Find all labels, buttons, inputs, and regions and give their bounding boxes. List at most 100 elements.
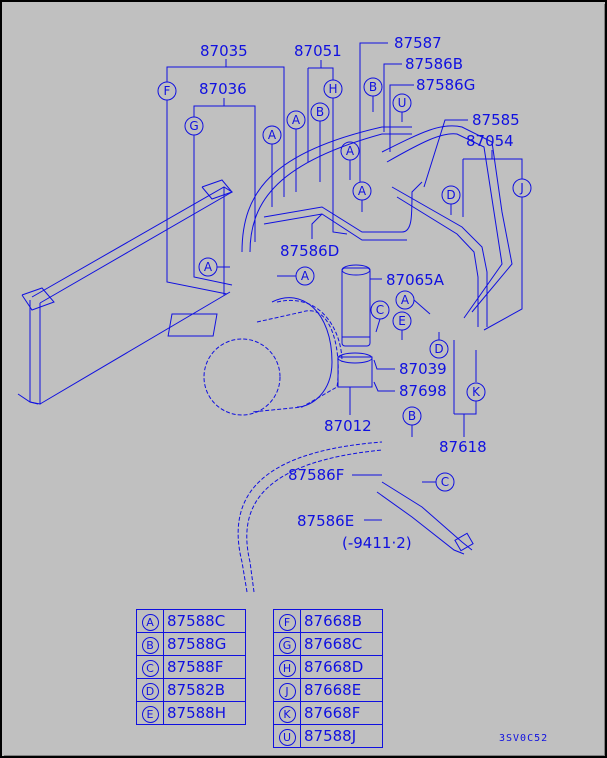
part-label-87012[interactable]: 87012 — [324, 417, 372, 435]
condenser[interactable] — [17, 179, 233, 405]
svg-text:H: H — [328, 82, 337, 96]
part-label-87586G[interactable]: 87586G — [416, 76, 475, 94]
legend-key: H — [278, 660, 296, 677]
svg-text:K: K — [472, 385, 481, 399]
callout-A[interactable]: A — [295, 266, 315, 286]
legend-part[interactable]: 87588G — [163, 632, 246, 656]
callout-A[interactable]: A — [352, 181, 372, 201]
callout-A[interactable]: A — [395, 290, 415, 310]
legend-part[interactable]: 87582B — [163, 678, 246, 702]
svg-text:A: A — [346, 144, 355, 158]
part-label-87035[interactable]: 87035 — [200, 42, 248, 60]
legend-row: U 87588J — [273, 724, 383, 748]
legend-part[interactable]: 87668B — [300, 609, 383, 633]
part-label-87065A[interactable]: 87065A — [386, 271, 445, 289]
part-label-87698[interactable]: 87698 — [399, 382, 447, 400]
legend-row: G 87668C — [273, 632, 383, 656]
legend-key: A — [141, 614, 159, 631]
legend-key: J — [278, 683, 296, 700]
legend-key: C — [141, 660, 159, 677]
legend-key: F — [278, 614, 296, 631]
part-label-87586D[interactable]: 87586D — [280, 242, 339, 260]
legend-row: B 87588G — [136, 632, 246, 656]
legend-key: B — [141, 637, 159, 654]
legend-row: F 87668B — [273, 609, 383, 633]
legend-part[interactable]: 87668C — [300, 632, 383, 656]
legend-key: K — [278, 706, 296, 723]
part-label-87586F[interactable]: 87586F — [288, 466, 344, 484]
svg-text:C: C — [441, 475, 449, 489]
svg-text:A: A — [292, 113, 301, 127]
callout-J[interactable]: J — [512, 178, 532, 198]
legend-part[interactable]: 87588F — [163, 655, 246, 679]
svg-text:B: B — [369, 80, 377, 94]
svg-text:A: A — [358, 184, 367, 198]
svg-text:E: E — [398, 314, 406, 328]
part-label-87036[interactable]: 87036 — [199, 80, 247, 98]
svg-text:B: B — [316, 105, 324, 119]
legend-part[interactable]: 87668E — [300, 678, 383, 702]
legend-row: C 87588F — [136, 655, 246, 679]
svg-text:G: G — [189, 119, 198, 133]
legend-row: J 87668E — [273, 678, 383, 702]
svg-text:B: B — [408, 409, 416, 423]
legend-part[interactable]: 87588J — [300, 724, 383, 748]
callout-A[interactable]: A — [286, 110, 306, 130]
part-label-87618[interactable]: 87618 — [439, 438, 487, 456]
callout-H[interactable]: H — [323, 79, 343, 99]
callout-leaders — [217, 96, 452, 483]
callout-D[interactable]: D — [441, 185, 461, 205]
callout-U[interactable]: U — [392, 93, 412, 113]
legend-key: D — [141, 683, 159, 700]
svg-text:J: J — [519, 181, 524, 195]
callout-C[interactable]: C — [370, 300, 390, 320]
callout-B[interactable]: B — [310, 102, 330, 122]
callout-G[interactable]: G — [184, 116, 204, 136]
legend-row: A 87588C — [136, 609, 246, 633]
svg-text:A: A — [401, 293, 410, 307]
svg-text:C: C — [376, 303, 384, 317]
svg-text:U: U — [398, 96, 407, 110]
drawing-code: 3SV0C52 — [499, 733, 548, 744]
leader-lines — [166, 42, 523, 521]
svg-text:D: D — [434, 342, 443, 356]
callout-K[interactable]: K — [466, 382, 486, 402]
legend-row: K 87668F — [273, 701, 383, 725]
legend-table-left: A 87588C B 87588G C 87588F D 87582B E 87… — [136, 609, 246, 725]
part-label-87586B[interactable]: 87586B — [405, 55, 463, 73]
callout-B[interactable]: B — [402, 406, 422, 426]
part-label-87051[interactable]: 87051 — [294, 42, 342, 60]
svg-text:A: A — [204, 260, 213, 274]
part-label-87039[interactable]: 87039 — [399, 360, 447, 378]
svg-text:A: A — [268, 128, 277, 142]
svg-text:A: A — [301, 269, 310, 283]
legend-row: D 87582B — [136, 678, 246, 702]
legend-part[interactable]: 87588H — [163, 701, 246, 725]
refrigerant-lines[interactable] — [237, 125, 513, 593]
legend-part[interactable]: 87668F — [300, 701, 383, 725]
part-label-87585[interactable]: 87585 — [472, 111, 520, 129]
compressor[interactable] — [167, 297, 343, 416]
legend-key: U — [278, 729, 296, 746]
callouts: F G A A A B H B U A A A A D J C E D K B … — [157, 77, 532, 492]
callout-C[interactable]: C — [435, 472, 455, 492]
receiver-dryer[interactable] — [337, 264, 373, 388]
part-label-87587[interactable]: 87587 — [394, 34, 442, 52]
callout-B[interactable]: B — [363, 77, 383, 97]
callout-A[interactable]: A — [262, 125, 282, 145]
callout-E[interactable]: E — [392, 311, 412, 331]
legend-part[interactable]: 87588C — [163, 609, 246, 633]
legend-table-right: F 87668B G 87668C H 87668D J 87668E K 87… — [273, 609, 383, 748]
legend-key: E — [141, 706, 159, 723]
model-year-note: (-9411·2) — [342, 534, 412, 552]
callout-A[interactable]: A — [340, 141, 360, 161]
svg-text:D: D — [446, 188, 455, 202]
callout-A[interactable]: A — [198, 257, 218, 277]
callout-F[interactable]: F — [157, 81, 177, 101]
part-label-87586E[interactable]: 87586E — [297, 512, 354, 530]
callout-D[interactable]: D — [429, 339, 449, 359]
legend-part[interactable]: 87668D — [300, 655, 383, 679]
svg-text:F: F — [164, 84, 171, 98]
